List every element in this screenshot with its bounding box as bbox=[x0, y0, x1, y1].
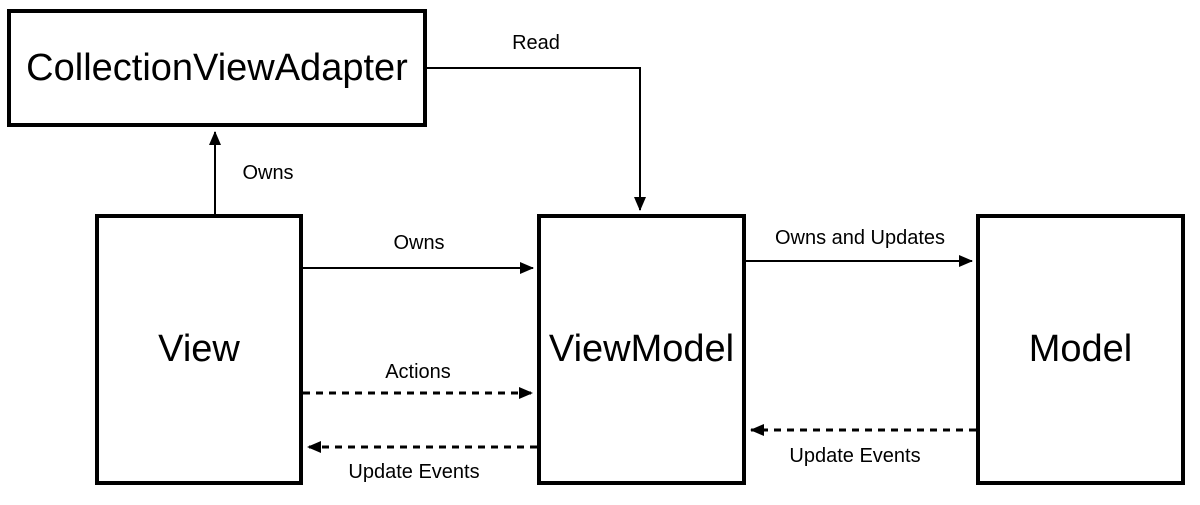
edge-update-events-left-label: Update Events bbox=[348, 461, 480, 483]
edge-actions-label: Actions bbox=[385, 361, 451, 383]
edge-owns-and-updates-label: Owns and Updates bbox=[774, 227, 946, 249]
edge-update-events-right-label: Update Events bbox=[789, 445, 921, 467]
node-collection-view-adapter: CollectionViewAdapter bbox=[7, 9, 427, 127]
node-view-model: ViewModel bbox=[537, 214, 746, 485]
node-view-model-label: ViewModel bbox=[548, 328, 735, 370]
node-view: View bbox=[95, 214, 303, 485]
edge-owns-adapter-label: Owns bbox=[242, 162, 294, 184]
node-model: Model bbox=[976, 214, 1185, 485]
node-model-label: Model bbox=[1028, 328, 1133, 370]
edge-read-label: Read bbox=[512, 32, 560, 54]
edge-owns-viewmodel-label: Owns bbox=[393, 232, 445, 254]
node-collection-view-adapter-label: CollectionViewAdapter bbox=[26, 46, 408, 89]
edge-read-arrow bbox=[427, 67, 646, 211]
node-view-label: View bbox=[158, 328, 240, 370]
